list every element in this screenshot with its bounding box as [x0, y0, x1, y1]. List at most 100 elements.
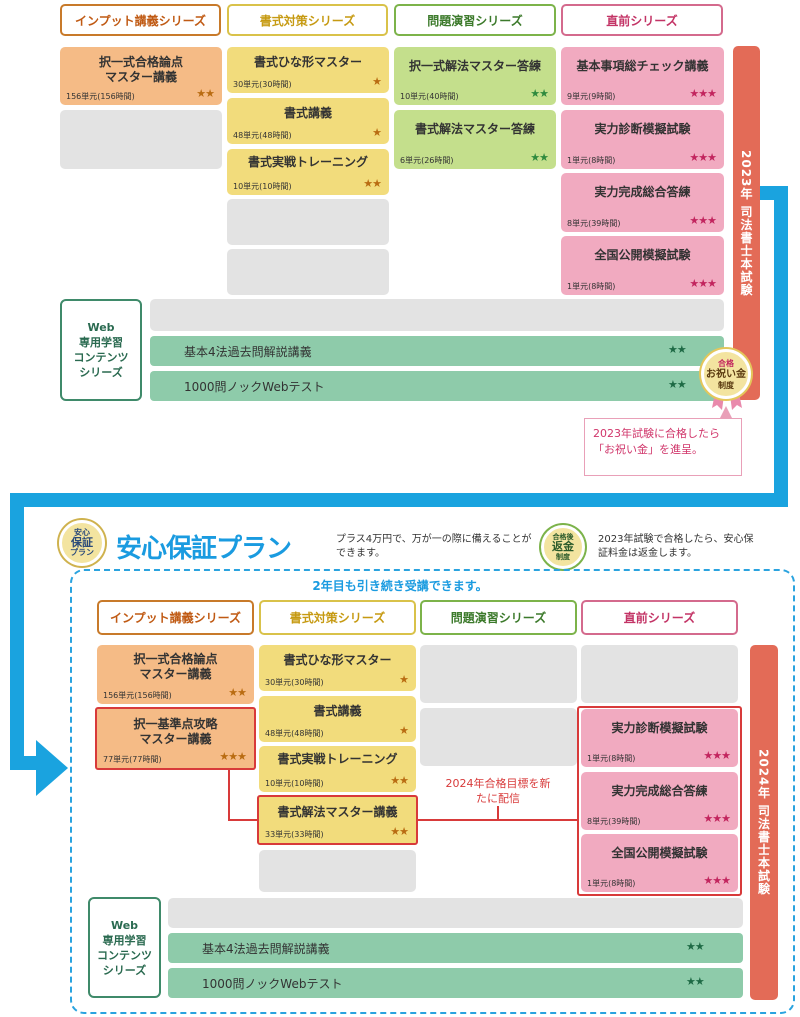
course-card[interactable]: 択一式解法マスター答練 10単元(40時間) ★★: [394, 47, 556, 105]
course-units: 156単元(156時間): [66, 92, 135, 101]
course-title: 択一式合格論点: [133, 652, 218, 666]
course-title: 実力完成総合答練: [594, 185, 691, 199]
star-rating: ★★: [530, 151, 549, 164]
empty-slot: [420, 645, 577, 703]
course-card[interactable]: 書式解法マスター答練 6単元(26時間) ★★: [394, 110, 556, 169]
course-title: 書式解法マスター講義: [277, 805, 398, 819]
course-card-new[interactable]: 択一基準点攻略 マスター講義 77単元(77時間) ★★★: [95, 707, 256, 770]
course-card[interactable]: 択一式合格論点 マスター講義 156単元(156時間) ★★: [97, 645, 254, 704]
course-card[interactable]: 書式ひな形マスター 30単元(30時間) ★: [259, 645, 416, 691]
course-card[interactable]: 書式講義 48単元(48時間) ★: [227, 98, 389, 144]
course-units: 1単元(8時間): [587, 754, 636, 763]
peace-of-mind-plan-badge: 安心 保証 プラン: [59, 520, 105, 566]
web-course-row[interactable]: 基本4法過去問解説講義 ★★: [168, 933, 743, 963]
star-rating: ★: [399, 673, 409, 686]
web-series-box: Web 専用学習 コンテンツ シリーズ: [60, 299, 142, 401]
star-rating: ★★★: [689, 214, 717, 227]
star-rating: ★★: [390, 774, 409, 787]
course-card[interactable]: 全国公開模擬試験 1単元(8時間) ★★★: [561, 236, 724, 295]
course-card[interactable]: 基本事項総チェック講義 9単元(9時間) ★★★: [561, 47, 724, 105]
course-card[interactable]: 書式ひな形マスター 30単元(30時間) ★: [227, 47, 389, 93]
connector-line: [228, 770, 230, 820]
web-course-row[interactable]: 基本4法過去問解説講義 ★★: [150, 336, 724, 366]
course-units: 10単元(40時間): [400, 92, 459, 101]
course-card[interactable]: 実力診断模擬試験 1単元(8時間) ★★★: [561, 110, 724, 169]
refund-description: 2023年試験で合格したら、安心保証料金は返金します。: [598, 534, 754, 559]
empty-slot: [420, 708, 577, 766]
course-title: 書式実戦トレーニング: [277, 752, 398, 766]
course-title: 1000問ノックWebテスト: [202, 976, 343, 991]
empty-slot: [259, 850, 416, 892]
header-input-series: インプット講義シリーズ: [60, 4, 221, 36]
star-rating: ★★★: [703, 749, 731, 762]
course-units: 156単元(156時間): [103, 691, 172, 700]
connector-line: [497, 806, 499, 820]
connector-line: [228, 819, 258, 821]
star-rating: ★★: [530, 87, 549, 100]
header-final-series: 直前シリーズ: [581, 600, 738, 635]
empty-slot: [60, 110, 222, 169]
new-courses-group: [577, 706, 742, 896]
star-rating: ★: [372, 126, 382, 139]
header-practice-series: 問題演習シリーズ: [420, 600, 577, 635]
course-units: 77単元(77時間): [103, 755, 162, 764]
header-final-series: 直前シリーズ: [561, 4, 723, 36]
star-rating: ★★: [668, 343, 687, 356]
course-units: 8単元(39時間): [587, 817, 641, 826]
course-units: 1単元(8時間): [567, 282, 616, 291]
empty-slot: [227, 199, 389, 245]
empty-slot: [168, 898, 743, 928]
star-rating: ★: [399, 724, 409, 737]
course-card[interactable]: 実力診断模擬試験 1単元(8時間) ★★★: [581, 709, 738, 767]
header-writing-series: 書式対策シリーズ: [227, 4, 388, 36]
course-title: 実力診断模擬試験: [611, 721, 708, 735]
empty-slot: [150, 299, 724, 331]
web-course-row[interactable]: 1000問ノックWebテスト ★★: [150, 371, 724, 401]
course-units: 30単元(30時間): [265, 678, 324, 687]
new-content-note: 2024年合格目標を新たに配信: [443, 776, 553, 806]
course-card[interactable]: 書式実戦トレーニング 10単元(10時間) ★★: [227, 149, 389, 195]
star-rating: ★★: [228, 686, 247, 699]
course-card[interactable]: 択一式合格論点 マスター講義 156単元(156時間) ★★: [60, 47, 222, 105]
course-units: 8単元(39時間): [567, 219, 621, 228]
star-rating: ★: [372, 75, 382, 88]
plan-description: プラス4万円で、万が一の際に備えることができます。: [336, 534, 532, 559]
course-units: 1単元(8時間): [567, 156, 616, 165]
header-writing-series: 書式対策シリーズ: [259, 600, 416, 635]
course-card[interactable]: 書式実戦トレーニング 10単元(10時間) ★★: [259, 746, 416, 792]
course-title: 実力診断模擬試験: [594, 122, 691, 136]
course-units: 48単元(48時間): [233, 131, 292, 140]
course-title: 基本4法過去問解説講義: [202, 941, 330, 956]
course-title: 書式ひな形マスター: [253, 55, 362, 69]
course-title: 全国公開模擬試験: [611, 846, 708, 860]
web-series-box: Web 専用学習 コンテンツ シリーズ: [88, 897, 161, 998]
course-card[interactable]: 書式講義 48単元(48時間) ★: [259, 696, 416, 742]
congratulation-badge: 合格 お祝い金 制度: [701, 349, 751, 399]
course-units: 1単元(8時間): [587, 879, 636, 888]
header-input-series: インプット講義シリーズ: [97, 600, 254, 635]
course-card[interactable]: 実力完成総合答練 8単元(39時間) ★★★: [561, 173, 724, 232]
course-card[interactable]: 実力完成総合答練 8単元(39時間) ★★★: [581, 772, 738, 830]
course-title: 書式講義: [313, 704, 362, 718]
course-title: マスター講義: [139, 732, 212, 746]
exam-bar-2023: 2023年 司法書士本試験: [733, 46, 760, 400]
course-title: 基本事項総チェック講義: [576, 59, 709, 73]
star-rating: ★★: [686, 975, 705, 988]
course-title: 実力完成総合答練: [611, 784, 708, 798]
course-card[interactable]: 全国公開模擬試験 1単元(8時間) ★★★: [581, 834, 738, 892]
continue-notice: 2年目も引き続き受講できます。: [312, 579, 488, 593]
star-rating: ★★: [686, 940, 705, 953]
course-title: 書式講義: [283, 106, 332, 120]
course-units: 10単元(10時間): [233, 182, 292, 191]
star-rating: ★★★: [689, 87, 717, 100]
bonus-callout: 2023年試験に合格したら「お祝い金」を進呈。: [584, 418, 742, 476]
web-course-row[interactable]: 1000問ノックWebテスト ★★: [168, 968, 743, 998]
connector-line: [418, 819, 578, 821]
star-rating: ★★★: [703, 874, 731, 887]
star-rating: ★★: [390, 825, 409, 838]
plan-container: [70, 569, 795, 1014]
course-card-new[interactable]: 書式解法マスター講義 33単元(33時間) ★★: [257, 795, 418, 845]
course-units: 9単元(9時間): [567, 92, 616, 101]
course-units: 10単元(10時間): [265, 779, 324, 788]
course-units: 33単元(33時間): [265, 830, 324, 839]
